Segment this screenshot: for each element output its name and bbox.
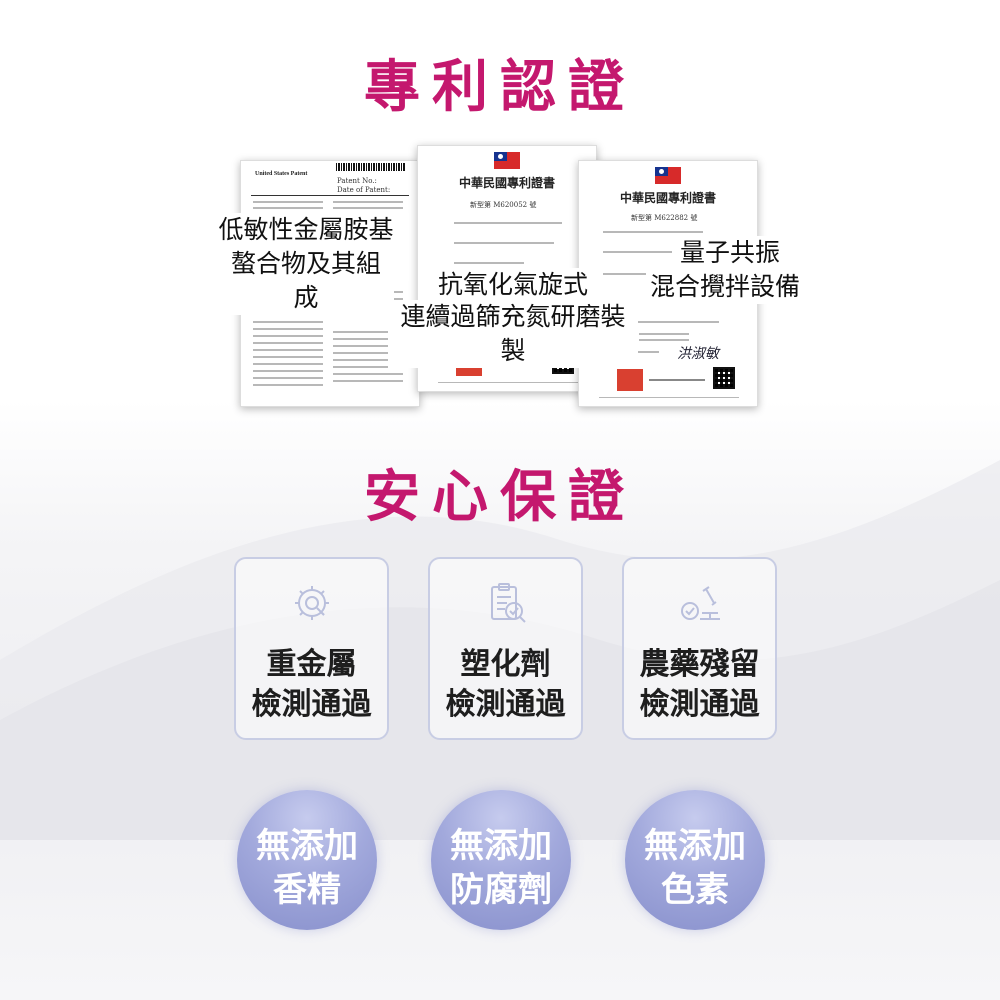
badge-line2: 香精 xyxy=(273,870,341,910)
barcode xyxy=(336,163,406,171)
clipboard-check-icon xyxy=(491,583,526,623)
assurance-section-title: 安心保證 xyxy=(364,464,636,530)
plasticizer-test-card: 塑化劑 檢測通過 xyxy=(428,557,583,740)
card-status: 檢測通過 xyxy=(639,687,760,722)
qr-code xyxy=(713,367,735,389)
microscope-icon xyxy=(681,586,720,620)
official-seal xyxy=(617,369,643,391)
us-patent-header: United States Patent xyxy=(255,171,308,177)
certificate-number: 新型第 M622882 號 xyxy=(631,214,698,222)
no-preservative-badge: 無添加 防腐劑 xyxy=(431,790,571,930)
taiwan-flag-icon xyxy=(494,152,520,169)
badge-line2: 色素 xyxy=(661,870,729,910)
cert2-label-line1: 抗氧化氣旋式 xyxy=(434,268,592,302)
date-of-patent-label: Date of Patent: xyxy=(337,186,391,194)
heavy-metal-test-card: 重金屬 檢測通過 xyxy=(234,557,389,740)
signature-text: 洪淑敏 xyxy=(677,346,719,362)
cert3-label-line2: 混合攪拌設備 xyxy=(646,270,804,304)
certificate-number: 新型第 M620052 號 xyxy=(470,201,537,209)
cert1-label-line2: 螯合物及其組成 xyxy=(218,247,394,315)
patent-section-title: 專利認證 xyxy=(364,54,636,120)
card-title: 塑化劑 xyxy=(460,647,551,682)
no-colorant-badge: 無添加 色素 xyxy=(625,790,765,930)
pesticide-residue-test-card: 農藥殘留 檢測通過 xyxy=(622,557,777,740)
certificate-header: 中華民國專利證書 xyxy=(619,191,716,205)
card-title: 重金屬 xyxy=(266,647,357,682)
patent-no-label: Patent No.: xyxy=(337,177,377,185)
certificate-header: 中華民國專利證書 xyxy=(458,176,555,190)
card-status: 檢測通過 xyxy=(251,687,372,722)
badge-line1: 無添加 xyxy=(644,826,746,866)
gear-search-icon xyxy=(295,586,329,620)
cert3-label-line1: 量子共振 xyxy=(672,236,788,270)
badge-line2: 防腐劑 xyxy=(450,870,552,910)
card-status: 檢測通過 xyxy=(445,687,566,722)
badge-line1: 無添加 xyxy=(450,826,552,866)
no-fragrance-badge: 無添加 香精 xyxy=(237,790,377,930)
card-title: 農藥殘留 xyxy=(639,647,760,682)
cert2-label-line2: 連續過篩充氮研磨裝製 xyxy=(388,300,638,368)
taiwan-flag-icon xyxy=(655,167,681,184)
badge-line1: 無添加 xyxy=(256,826,358,866)
